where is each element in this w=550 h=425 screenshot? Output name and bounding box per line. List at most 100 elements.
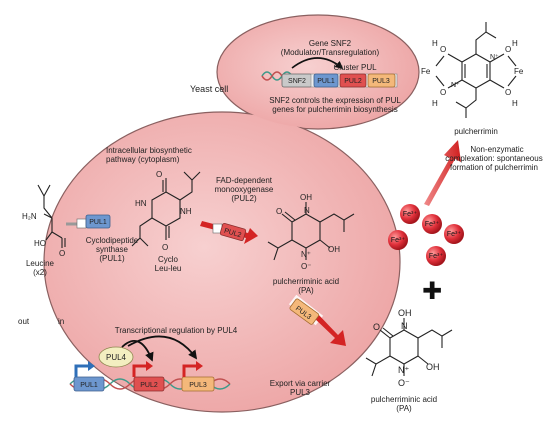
- pa-in-n-top: N: [304, 206, 310, 215]
- plus-icon: ✚: [422, 277, 442, 305]
- snf2-gene-label: SNF2: [288, 78, 306, 85]
- svg-text:Fe³⁺: Fe³⁺: [425, 221, 440, 228]
- cluster-pul3-label: PUL3: [372, 78, 390, 85]
- leucine-h2n: H₂N: [22, 212, 37, 221]
- pa-out-oh-right: OH: [426, 362, 440, 372]
- gene-snf2-label: Gene SNF2: [309, 39, 352, 48]
- pa-in-n-plus: N⁺: [301, 250, 311, 259]
- svg-text:Fe³⁺: Fe³⁺: [429, 253, 444, 260]
- leucine-ho: HO: [34, 239, 46, 248]
- pa-in-o-minus: O⁻: [301, 262, 311, 271]
- pul3-carrier-tag: [289, 298, 320, 325]
- pa-out-n-top: N: [401, 321, 408, 331]
- fad-line2: monooxygenase: [215, 185, 274, 194]
- snf2-controls-line2: genes for pulcherrimin biosynthesis: [272, 105, 397, 114]
- pul1-enzyme-label: PUL1: [89, 219, 107, 226]
- pul4-pul2-label: PUL2: [140, 382, 158, 389]
- pul4-pul1-box: [73, 376, 105, 392]
- cyclo-hn: HN: [135, 199, 147, 208]
- cyclo-leu-leu-structure: O O NH HN: [131, 170, 201, 252]
- gene-snf2-role: (Modulator/Transregulation): [281, 48, 380, 57]
- transcriptional-label: Transcriptional regulation by PUL4: [115, 326, 238, 335]
- pulch-o-tr: O: [505, 45, 511, 54]
- pulch-n-plus-left: N⁺: [451, 82, 460, 89]
- pul4-pul1-label: PUL1: [80, 382, 98, 389]
- export-line2: PUL3: [290, 388, 311, 397]
- pa-inside-label-line1: pulcherriminic acid: [273, 277, 339, 286]
- pulch-h-tr: H: [512, 39, 518, 48]
- pulch-o-br: O: [505, 88, 511, 97]
- leucine-o: O: [59, 249, 65, 258]
- fe3-ion-5: Fe³⁺: [426, 246, 446, 266]
- svg-text:Fe³⁺: Fe³⁺: [447, 231, 462, 238]
- pul1-arrow: PUL1: [66, 214, 111, 229]
- cyclo-o-top: O: [156, 170, 162, 179]
- pul4-regulation: PUL1 PUL2 PUL3 PUL4: [69, 335, 231, 392]
- intracellular-label-line2: pathway (cytoplasm): [106, 155, 180, 164]
- pa-outside-label-line1: pulcherriminic acid: [371, 395, 437, 404]
- pulcherrimin-structure: O O O O Fe Fe H H H H N⁺ N⁺: [421, 22, 524, 118]
- pa-out-o-minus: O⁻: [398, 378, 410, 388]
- out-label: out: [18, 317, 30, 326]
- cyclodipeptide-line2: synthase: [96, 245, 129, 254]
- snf2-controls-line1: SNF2 controls the expression of PUL: [269, 96, 401, 105]
- nonenz-line2: complexation: spontaneous: [445, 154, 542, 163]
- fe3-ion-2: Fe³⁺: [422, 214, 442, 234]
- pa-outside-structure: OH N O OH N⁺ O⁻: [365, 308, 453, 388]
- pul4-protein: [98, 346, 134, 368]
- pa-outside-label-line2: (PA): [396, 404, 412, 413]
- fe3-ion-3: Fe³⁺: [444, 224, 464, 244]
- svg-text:Fe³⁺: Fe³⁺: [391, 237, 406, 244]
- nonenz-line1: Non-enzymatic: [470, 145, 523, 154]
- pulcherrimin-label: pulcherrimin: [454, 127, 498, 136]
- pul4-pul2-box: [133, 376, 165, 392]
- yeast-mother-cell: [43, 111, 401, 413]
- pul2-enzyme-label: PUL2: [223, 228, 242, 240]
- leucine-count: (x2): [33, 268, 47, 277]
- pulch-n-plus-right: N⁺: [490, 54, 499, 61]
- cyclodipeptide-line3: (PUL1): [99, 254, 125, 263]
- pa-out-o-left: O: [373, 322, 380, 332]
- pul2-enzyme-tag: [219, 222, 247, 242]
- cluster-pul1-box: [313, 73, 339, 88]
- cyclo-label-line2: Leu-leu: [155, 264, 182, 273]
- cyclo-o-bottom: O: [162, 243, 168, 252]
- pul2-arrow: PUL2: [200, 221, 258, 244]
- pa-in-o-left: O: [276, 207, 282, 216]
- cluster-pul1-label: PUL1: [317, 78, 335, 85]
- export-line1: Export via carrier: [270, 379, 331, 388]
- svg-text:Fe³⁺: Fe³⁺: [403, 211, 418, 218]
- leucine-structure: H₂N HO O: [22, 184, 66, 258]
- fe3-ion-4: Fe³⁺: [388, 230, 408, 250]
- complexation-arrow: [424, 140, 461, 206]
- pulch-h-br: H: [512, 99, 518, 108]
- snf2-regulation: Gene SNF2 (Modulator/Transregulation) SN…: [261, 39, 401, 114]
- in-label: in: [58, 317, 64, 326]
- regulation-arrow-icon: [291, 57, 344, 70]
- cluster-pul3-box: [367, 73, 396, 88]
- cyclodipeptide-line1: Cyclodipeptide: [86, 236, 139, 245]
- pul1-enzyme-tag: [85, 214, 111, 229]
- cyclo-nh: NH: [180, 207, 192, 216]
- pulch-h-tl: H: [432, 39, 438, 48]
- yeast-cell-label: Yeast cell: [190, 84, 228, 94]
- pa-in-oh-right: OH: [328, 245, 340, 254]
- pul4-pul3-box: [181, 376, 215, 392]
- pulch-fe-right: Fe: [514, 67, 524, 76]
- pa-out-oh-top: OH: [398, 308, 412, 318]
- leucine-label: Leucine: [26, 259, 55, 268]
- intracellular-label-line1: Intracellular biosynthetic: [106, 146, 192, 155]
- fad-line3: (PUL2): [231, 194, 257, 203]
- pulch-o-tl: O: [440, 45, 446, 54]
- pulch-h-bl: H: [432, 99, 438, 108]
- pa-out-n-plus: N⁺: [398, 365, 409, 375]
- fe3-ion-1: Fe³⁺: [400, 204, 420, 224]
- yeast-cell: [43, 14, 420, 413]
- pulch-o-bl: O: [440, 88, 446, 97]
- cyclo-label-line1: Cyclo: [158, 255, 179, 264]
- pa-inside-structure: OH N O OH N⁺ O⁻: [267, 193, 355, 271]
- pulch-fe-left: Fe: [421, 67, 431, 76]
- fe3-ions: Fe³⁺ Fe³⁺ Fe³⁺ Fe³⁺ Fe³⁺: [388, 204, 464, 266]
- pa-inside-label-line2: (PA): [298, 286, 314, 295]
